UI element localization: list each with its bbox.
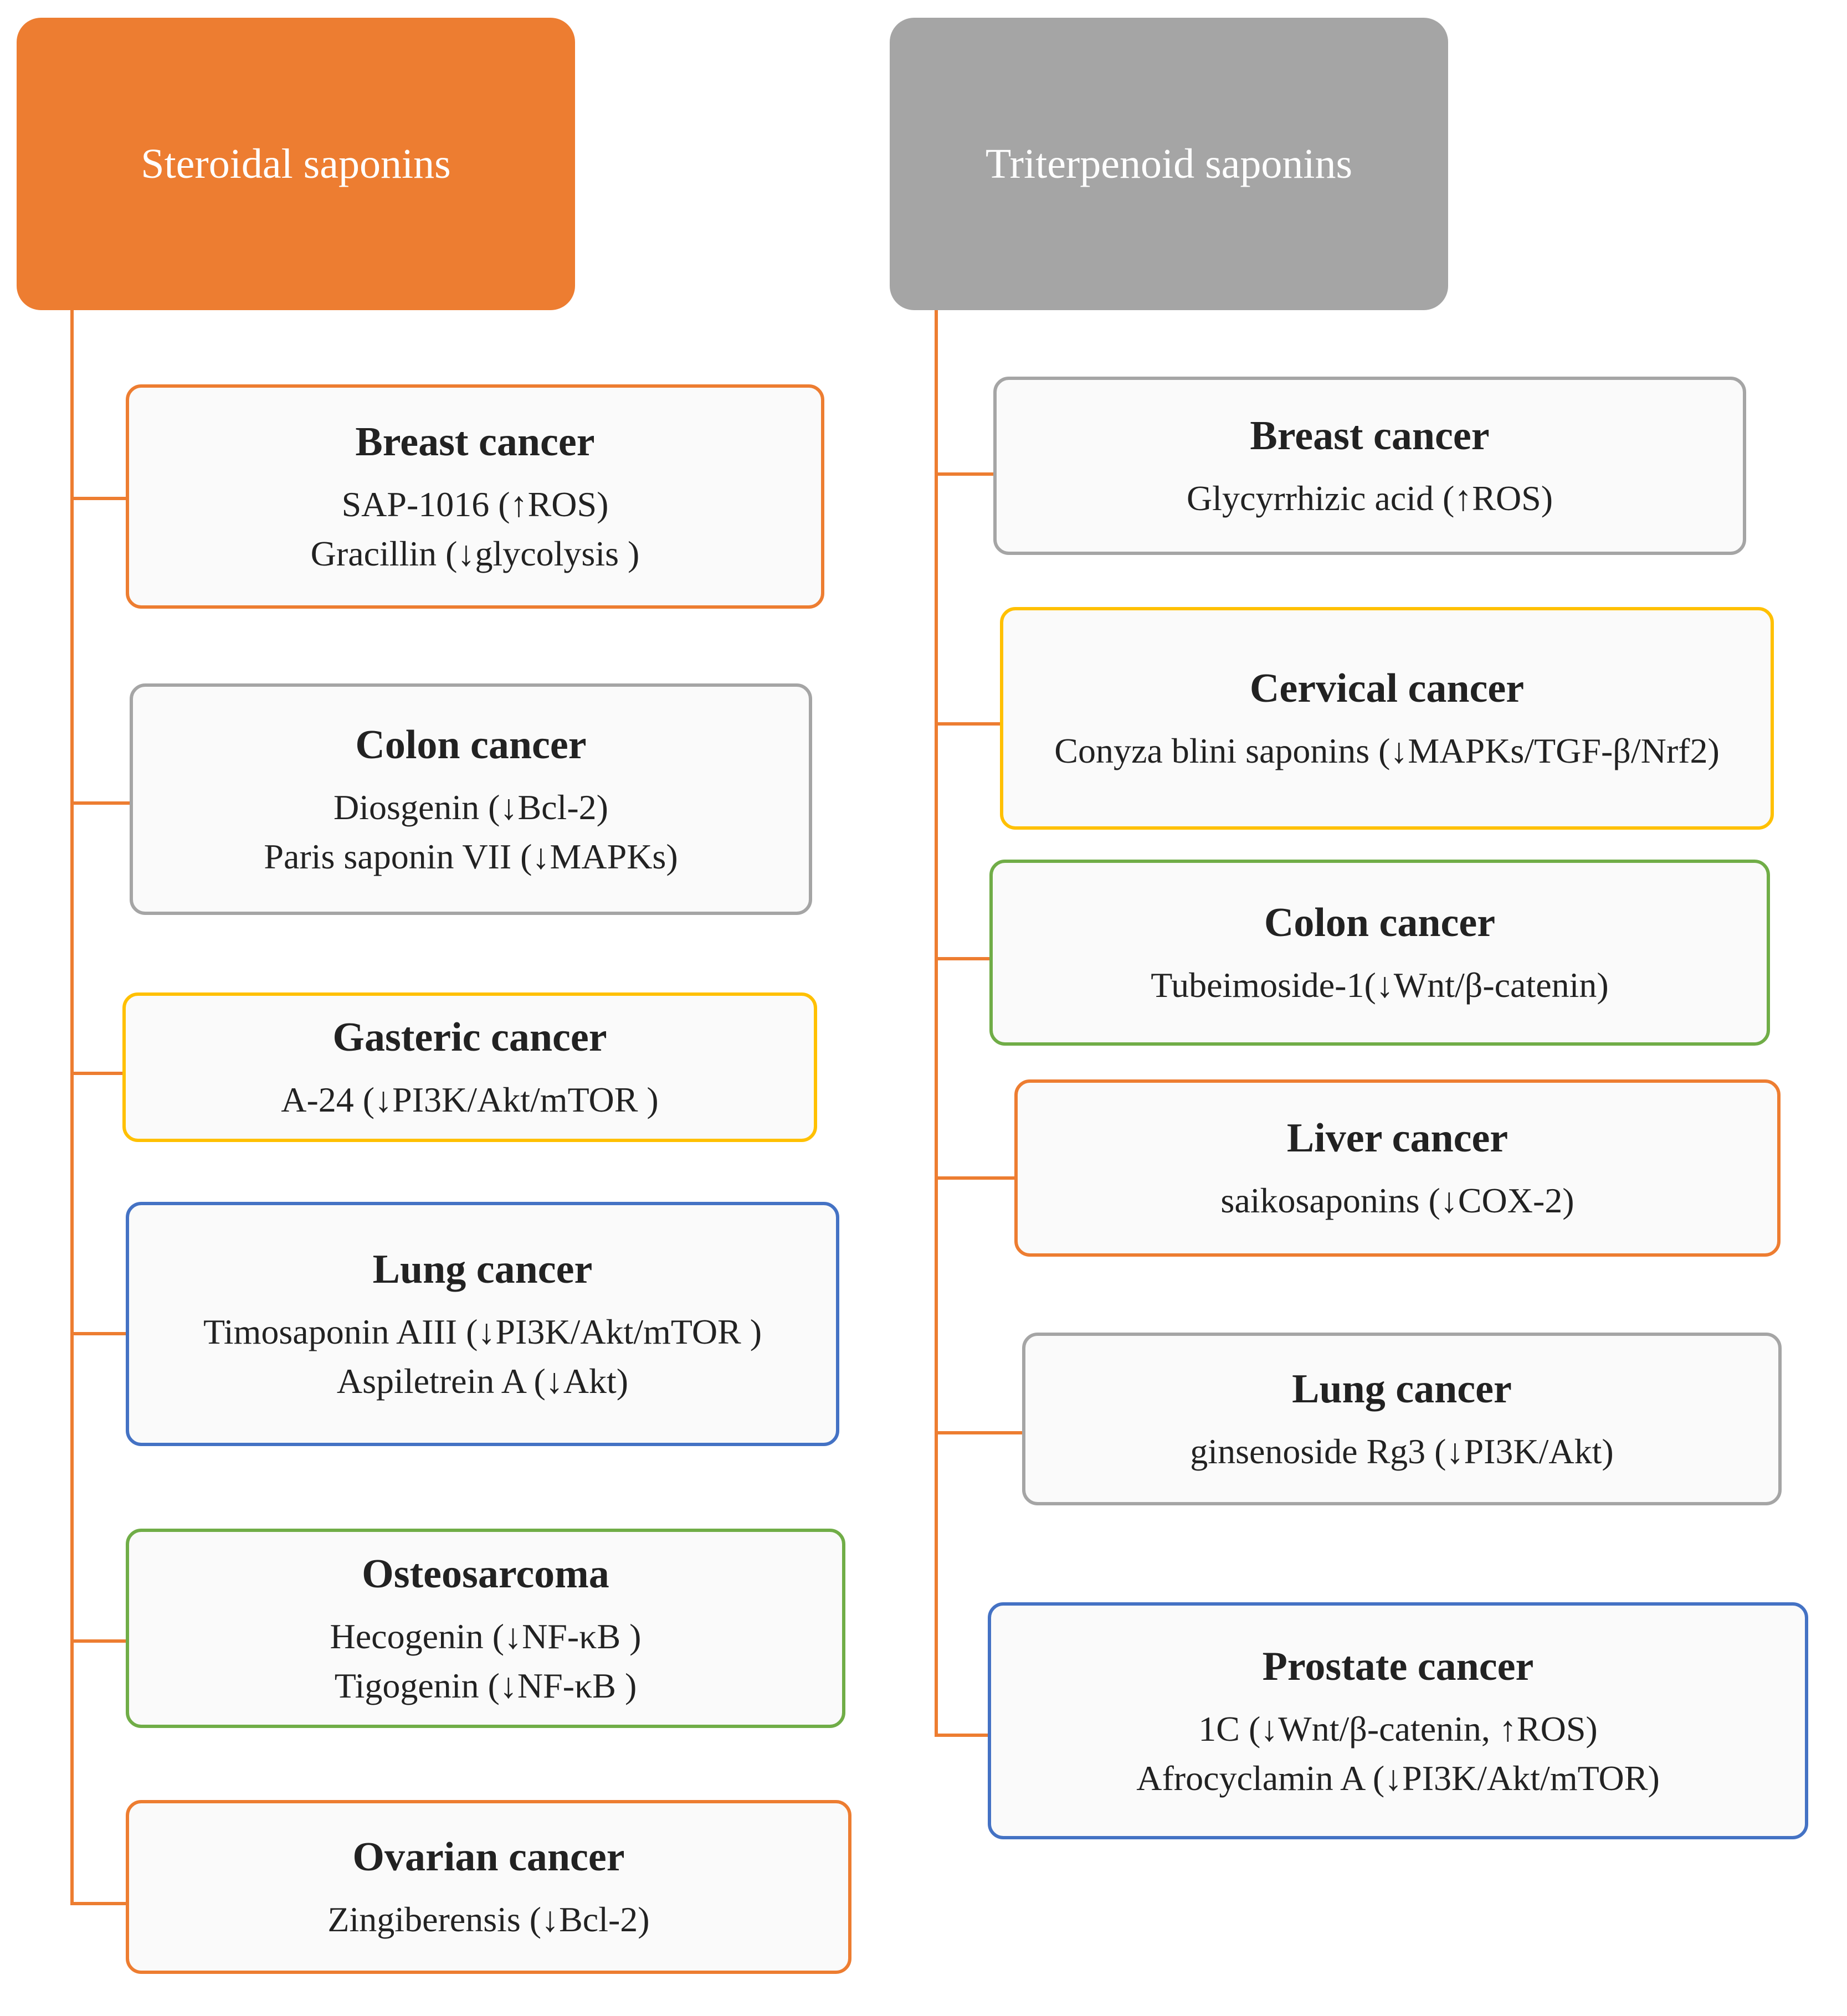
left-branch-line xyxy=(70,801,130,805)
left-branch-line xyxy=(70,1072,122,1075)
box-title: Ovarian cancer xyxy=(352,1834,625,1880)
steroidal-saponins-label: Steroidal saponins xyxy=(141,140,451,187)
compound-entry: Tubeimoside-1(↓Wnt/β-catenin) xyxy=(1151,965,1609,1005)
compound-entry: ginsenoside Rg3 (↓PI3K/Akt) xyxy=(1190,1432,1614,1471)
steroidal-osteosarcoma-box: Osteosarcoma Hecogenin (↓NF-κB ) Tigogen… xyxy=(126,1529,845,1728)
box-title: Breast cancer xyxy=(1250,413,1490,459)
triterpenoid-colon-cancer-box: Colon cancer Tubeimoside-1(↓Wnt/β-cateni… xyxy=(989,860,1770,1046)
compound-entry: 1C (↓Wnt/β-catenin, ↑ROS) xyxy=(1198,1709,1598,1748)
box-title: Colon cancer xyxy=(355,722,587,768)
compound-entry: Aspiletrein A (↓Akt) xyxy=(336,1361,629,1401)
steroidal-gasteric-cancer-box: Gasteric cancer A-24 (↓PI3K/Akt/mTOR ) xyxy=(122,992,817,1142)
right-branch-line xyxy=(935,472,993,476)
box-title: Lung cancer xyxy=(372,1247,593,1292)
compound-entry: Zingiberensis (↓Bcl-2) xyxy=(327,1900,650,1939)
triterpenoid-breast-cancer-box: Breast cancer Glycyrrhizic acid (↑ROS) xyxy=(993,377,1746,555)
box-title: Colon cancer xyxy=(1264,900,1496,945)
box-title: Gasteric cancer xyxy=(332,1015,607,1060)
left-branch-line xyxy=(70,1902,126,1905)
right-branch-line xyxy=(935,1431,1022,1434)
left-branch-line xyxy=(70,497,126,500)
compound-entry: Conyza blini saponins (↓MAPKs/TGF-β/Nrf2… xyxy=(1054,731,1720,770)
compound-entry: Paris saponin VII (↓MAPKs) xyxy=(264,836,678,876)
compound-entry: saikosaponins (↓COX-2) xyxy=(1220,1181,1574,1220)
compound-entry: A-24 (↓PI3K/Akt/mTOR ) xyxy=(281,1080,659,1119)
steroidal-lung-cancer-box: Lung cancer Timosaponin AIII (↓PI3K/Akt/… xyxy=(126,1202,839,1446)
compound-entry: Afrocyclamin A (↓PI3K/Akt/mTOR) xyxy=(1136,1758,1660,1798)
triterpenoid-lung-cancer-box: Lung cancer ginsenoside Rg3 (↓PI3K/Akt) xyxy=(1022,1333,1782,1505)
compound-entry: Gracillin (↓glycolysis ) xyxy=(310,534,640,573)
compound-entry: SAP-1016 (↑ROS) xyxy=(341,485,609,524)
triterpenoid-liver-cancer-box: Liver cancer saikosaponins (↓COX-2) xyxy=(1014,1079,1781,1257)
right-branch-line xyxy=(935,722,1000,726)
steroidal-colon-cancer-box: Colon cancer Diosgenin (↓Bcl-2) Paris sa… xyxy=(130,683,812,915)
right-branch-line xyxy=(935,1176,1014,1180)
box-title: Lung cancer xyxy=(1292,1366,1512,1412)
right-trunk-line xyxy=(935,310,938,1737)
steroidal-saponins-header: Steroidal saponins xyxy=(17,18,575,310)
steroidal-breast-cancer-box: Breast cancer SAP-1016 (↑ROS) Gracillin … xyxy=(126,384,824,609)
box-title: Prostate cancer xyxy=(1262,1643,1534,1689)
triterpenoid-saponins-header: Triterpenoid saponins xyxy=(890,18,1448,310)
triterpenoid-saponins-label: Triterpenoid saponins xyxy=(985,140,1353,187)
compound-entry: Tigogenin (↓NF-κB ) xyxy=(334,1665,637,1705)
triterpenoid-cervical-cancer-box: Cervical cancer Conyza blini saponins (↓… xyxy=(1000,607,1774,830)
left-trunk-line xyxy=(70,310,74,1905)
compound-entry: Glycyrrhizic acid (↑ROS) xyxy=(1186,479,1553,518)
right-branch-line xyxy=(935,1734,988,1737)
compound-entry: Diosgenin (↓Bcl-2) xyxy=(334,787,608,827)
right-branch-line xyxy=(935,957,989,960)
steroidal-ovarian-cancer-box: Ovarian cancer Zingiberensis (↓Bcl-2) xyxy=(126,1800,851,1974)
compound-entry: Timosaponin AIII (↓PI3K/Akt/mTOR ) xyxy=(203,1312,762,1351)
box-title: Osteosarcoma xyxy=(362,1551,609,1597)
box-title: Breast cancer xyxy=(355,419,595,465)
box-title: Liver cancer xyxy=(1286,1115,1509,1161)
compound-entry: Hecogenin (↓NF-κB ) xyxy=(330,1616,642,1656)
left-branch-line xyxy=(70,1639,126,1643)
left-branch-line xyxy=(70,1332,126,1335)
triterpenoid-prostate-cancer-box: Prostate cancer 1C (↓Wnt/β-catenin, ↑ROS… xyxy=(988,1602,1808,1839)
box-title: Cervical cancer xyxy=(1249,666,1525,711)
